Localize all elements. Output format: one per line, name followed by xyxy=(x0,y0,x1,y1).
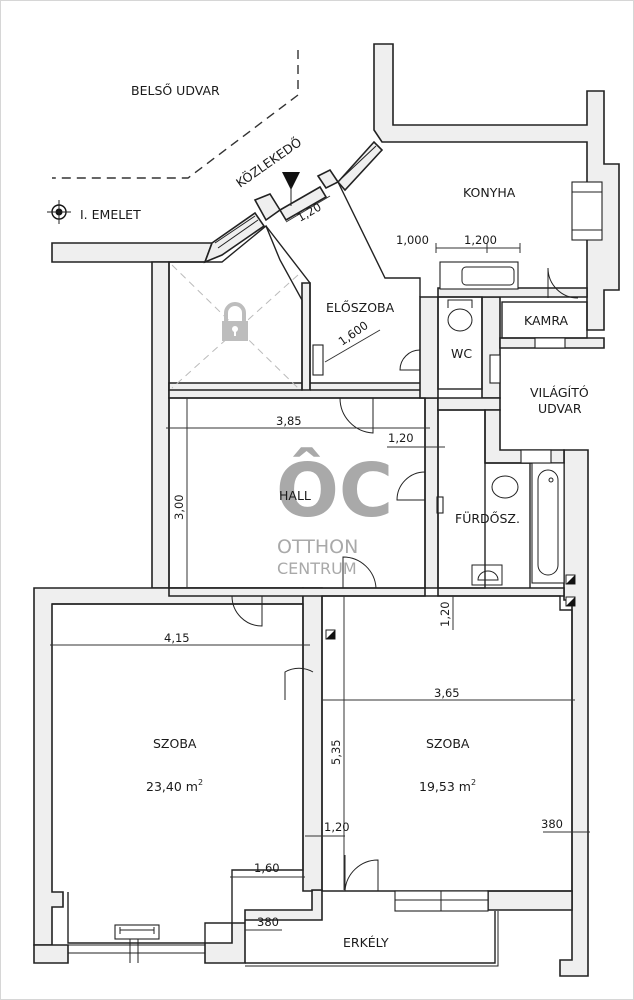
bathroom xyxy=(437,409,576,607)
dim-room-right-top: 1,20 xyxy=(438,601,452,627)
hall-room xyxy=(168,397,444,627)
label-entry: ELŐSZOBA xyxy=(326,300,395,315)
dim-room-left-width: 4,15 xyxy=(164,631,190,645)
dimension-lines xyxy=(50,195,590,931)
kitchen-fixtures xyxy=(439,181,603,299)
entry-outline xyxy=(265,181,421,391)
room-right xyxy=(321,595,573,912)
label-room-right: SZOBA xyxy=(426,736,470,751)
watermark-line2: CENTRUM xyxy=(277,559,357,578)
corridor-facade xyxy=(203,140,384,264)
pantry xyxy=(501,301,588,349)
dim-room-right-side: 380 xyxy=(541,817,563,831)
room-left xyxy=(52,603,336,963)
dim-hall-depth: 3,00 xyxy=(172,494,186,520)
dim-entry-diagonal: 1,600 xyxy=(336,318,371,348)
label-bathroom: FÜRDŐSZ. xyxy=(455,510,520,526)
label-room-right-area: 19,53 m2 xyxy=(419,778,476,794)
dim-hall-width: 3,85 xyxy=(276,414,302,428)
dim-room-right-depth: 5,35 xyxy=(329,739,343,765)
label-hall: HALL xyxy=(279,488,311,503)
entrance-arrow-icon xyxy=(282,172,300,206)
label-inner-courtyard: BELSŐ UDVAR xyxy=(131,83,220,98)
label-room-left-area: 23,40 m2 xyxy=(146,778,203,794)
dim-kitchen-a: 1,000 xyxy=(396,233,429,247)
label-wc: WC xyxy=(451,346,472,361)
balcony xyxy=(245,911,499,967)
watermark-mark: ÔC xyxy=(276,446,393,534)
wc-room xyxy=(399,296,501,390)
label-pantry: KAMRA xyxy=(524,313,568,328)
label-balcony: ERKÉLY xyxy=(343,935,389,950)
courtyard-boundary xyxy=(52,50,299,179)
watermark-line1: OTTHON xyxy=(277,536,358,558)
crosshair-marker-icon xyxy=(47,200,71,224)
label-kitchen: KONYHA xyxy=(463,185,516,200)
dim-kitchen-b: 1,200 xyxy=(464,233,497,247)
dim-room-right-width: 3,65 xyxy=(434,686,460,700)
watermark-logo: ÔC HALL OTTHON CENTRUM xyxy=(276,446,393,578)
lock-icon xyxy=(222,302,248,341)
label-light-well-1: VILÁGÍTÓ xyxy=(530,385,589,400)
locked-room xyxy=(168,224,303,391)
label-light-well-2: UDVAR xyxy=(538,401,582,416)
dim-room-mid-bottom: 1,20 xyxy=(324,820,350,834)
dim-room-left-bottom: 1,60 xyxy=(254,861,280,875)
label-floor: I. EMELET xyxy=(80,207,141,222)
dim-balcony-depth: 380 xyxy=(257,915,279,929)
label-room-left: SZOBA xyxy=(153,736,197,751)
dim-hall-door: 1,20 xyxy=(388,431,414,445)
